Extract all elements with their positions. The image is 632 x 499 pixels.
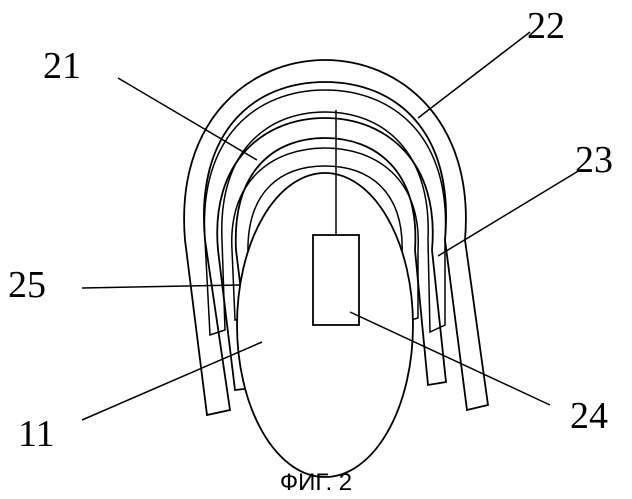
leader-22 (418, 32, 530, 118)
label-21: 21 (43, 45, 81, 87)
leader-11 (82, 342, 262, 420)
figure-caption: ФИГ. 2 (280, 469, 352, 496)
leader-25 (82, 285, 240, 288)
label-22: 22 (527, 5, 565, 47)
label-11: 11 (18, 413, 55, 455)
sensor-24 (313, 235, 359, 325)
label-25: 25 (8, 264, 46, 306)
leader-23 (438, 170, 580, 256)
label-23: 23 (575, 139, 613, 181)
label-24: 24 (570, 395, 608, 437)
